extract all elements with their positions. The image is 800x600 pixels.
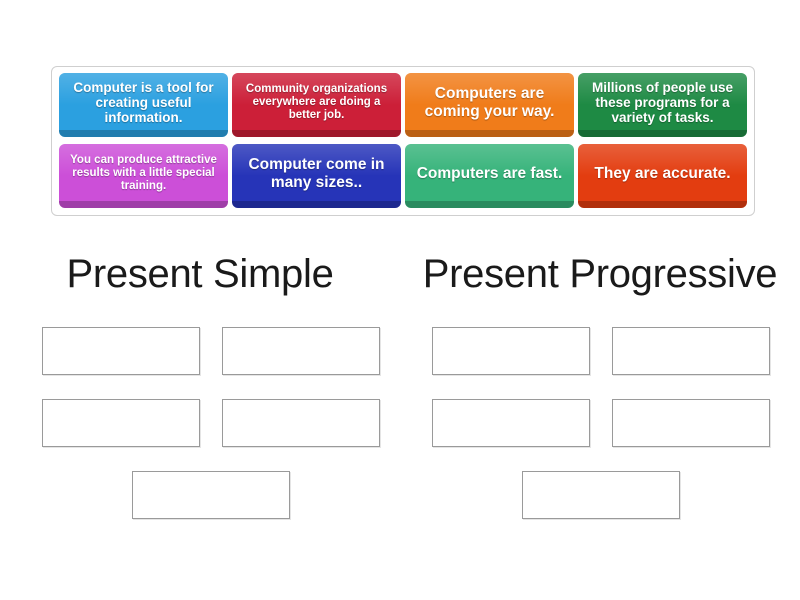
dropzone-present-progressive-3[interactable] bbox=[432, 399, 590, 447]
tile-label: Computer is a tool for creating useful i… bbox=[73, 79, 214, 126]
tile-label: You can produce attractive results with … bbox=[70, 154, 217, 192]
dropzone-present-simple-5[interactable] bbox=[132, 471, 290, 519]
category-column-right: Present Progressive bbox=[400, 252, 800, 296]
dropzone-present-simple-1[interactable] bbox=[42, 327, 200, 375]
dropzone-present-simple-3[interactable] bbox=[42, 399, 200, 447]
category-column-left: Present Simple bbox=[0, 252, 400, 296]
tile-label: Computer come in many sizes.. bbox=[248, 156, 385, 191]
draggable-tile-5[interactable]: You can produce attractive results with … bbox=[59, 144, 228, 208]
tile-row-top: Computer is a tool for creating useful i… bbox=[57, 73, 749, 137]
dropzone-present-simple-4[interactable] bbox=[222, 399, 380, 447]
dropzone-row bbox=[16, 327, 406, 375]
dropzone-row bbox=[16, 471, 406, 519]
draggable-tile-1[interactable]: Computer is a tool for creating useful i… bbox=[59, 73, 228, 137]
tile-label: Computers are fast. bbox=[416, 164, 563, 182]
draggable-tile-7[interactable]: Computers are fast. bbox=[405, 144, 574, 208]
dropzone-row bbox=[406, 399, 796, 447]
tile-label: They are accurate. bbox=[594, 164, 731, 182]
draggable-tile-3[interactable]: Computers are coming your way. bbox=[405, 73, 574, 137]
tile-label: Computers are coming your way. bbox=[424, 85, 555, 120]
draggable-tile-8[interactable]: They are accurate. bbox=[578, 144, 747, 208]
dropzone-present-progressive-1[interactable] bbox=[432, 327, 590, 375]
dropzone-group-present-simple bbox=[16, 327, 406, 519]
dropzone-present-progressive-5[interactable] bbox=[522, 471, 680, 519]
tile-row-bottom: You can produce attractive results with … bbox=[57, 144, 749, 208]
category-title-present-progressive: Present Progressive bbox=[422, 252, 778, 296]
draggable-tile-2[interactable]: Community organizations everywhere are d… bbox=[232, 73, 401, 137]
dropzone-row bbox=[406, 471, 796, 519]
draggable-tile-4[interactable]: Millions of people use these programs fo… bbox=[578, 73, 747, 137]
dropzone-group-present-progressive bbox=[406, 327, 796, 519]
category-title-present-simple: Present Simple bbox=[66, 252, 334, 296]
dropzone-row bbox=[406, 327, 796, 375]
draggable-tile-6[interactable]: Computer come in many sizes.. bbox=[232, 144, 401, 208]
dropzone-present-simple-2[interactable] bbox=[222, 327, 380, 375]
dropzone-present-progressive-2[interactable] bbox=[612, 327, 770, 375]
tile-label: Community organizations everywhere are d… bbox=[245, 83, 388, 121]
answer-tile-tray: Computer is a tool for creating useful i… bbox=[51, 66, 755, 216]
dropzone-row bbox=[16, 399, 406, 447]
dropzone-present-progressive-4[interactable] bbox=[612, 399, 770, 447]
tile-label: Millions of people use these programs fo… bbox=[591, 79, 733, 126]
category-headings: Present Simple Present Progressive bbox=[0, 252, 800, 296]
